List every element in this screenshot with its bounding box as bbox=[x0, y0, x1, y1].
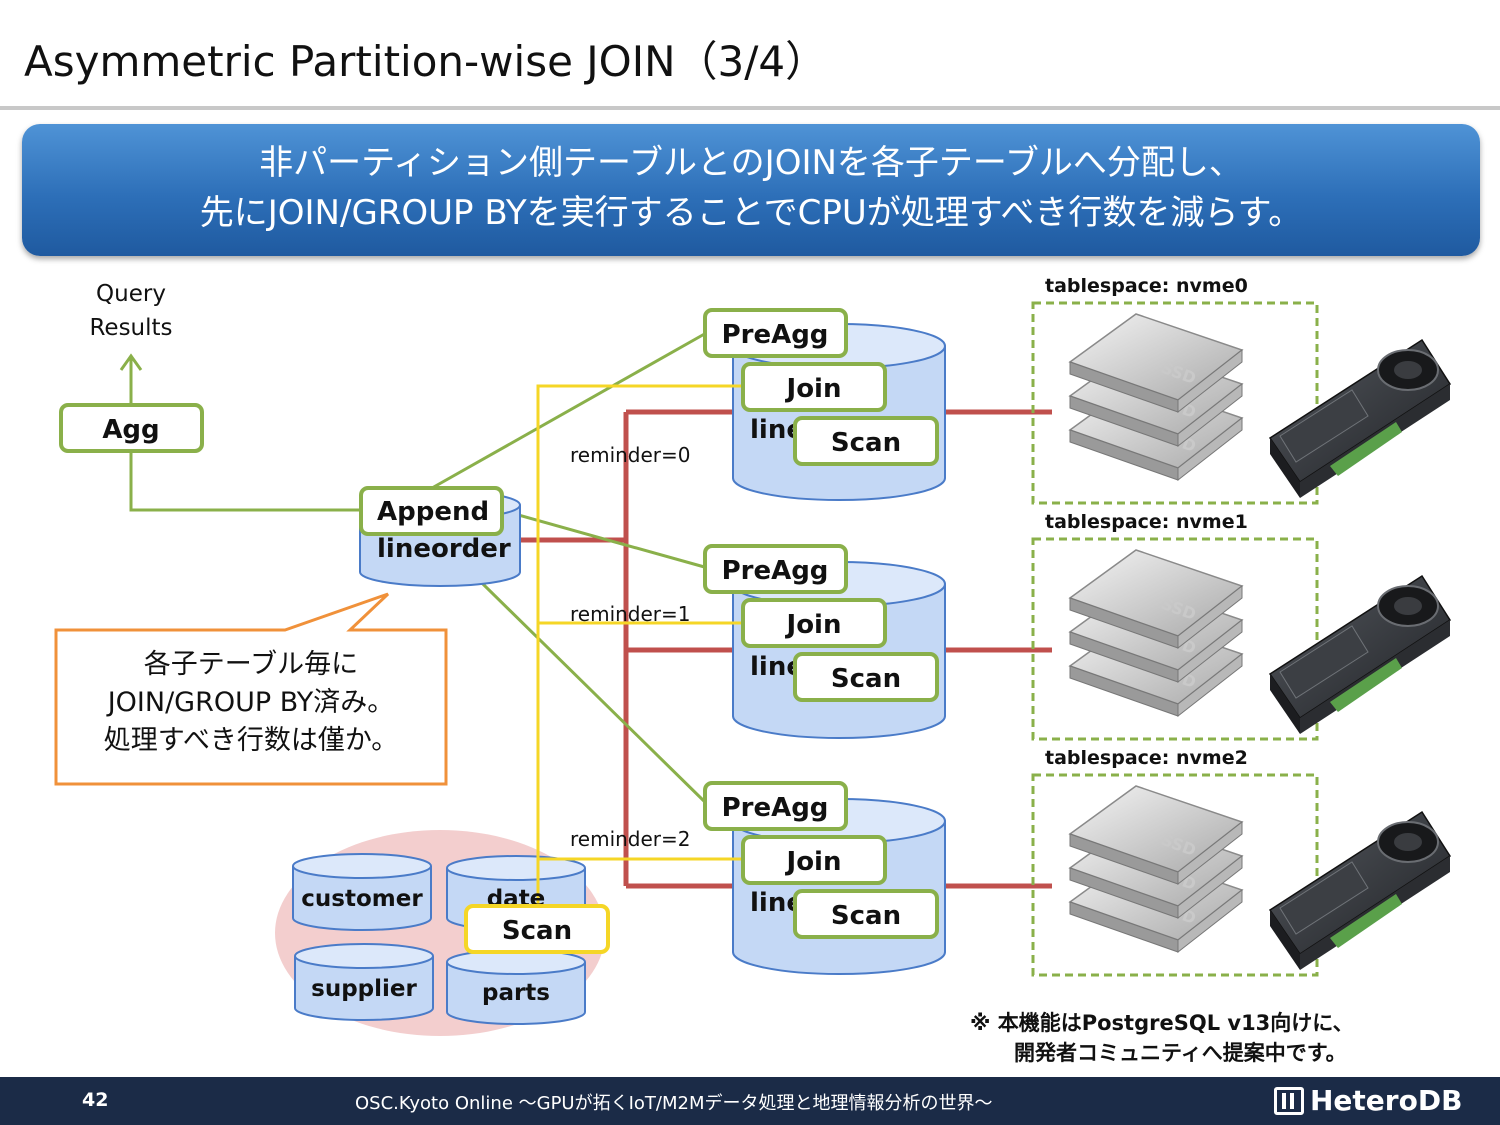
join-label-2: Join bbox=[785, 847, 842, 877]
scan-label-2: Scan bbox=[831, 901, 901, 931]
parts-cylinder bbox=[446, 949, 586, 1025]
heterodb-logo-text: HeteroDB bbox=[1310, 1084, 1463, 1117]
query-results-line-1: Query bbox=[96, 281, 166, 307]
dimension-scan-label: Scan bbox=[502, 916, 572, 946]
callout-line-3: 処理すべき行数は僅か。 bbox=[103, 725, 399, 756]
preagg-label-0: PreAgg bbox=[722, 320, 829, 350]
supplier-label: supplier bbox=[311, 976, 417, 1002]
query-results-line-2: Results bbox=[89, 315, 172, 341]
ssd-drive-icon: SSD bbox=[1068, 785, 1244, 886]
parts-label: parts bbox=[482, 980, 550, 1006]
tablespace-label-0: tablespace: nvme0 bbox=[1045, 275, 1248, 297]
reminder-label-2: reminder=2 bbox=[570, 827, 691, 851]
supplier-cylinder bbox=[294, 943, 434, 1021]
customer-cylinder bbox=[292, 853, 432, 931]
tablespace-label-1: tablespace: nvme1 bbox=[1045, 511, 1248, 533]
dimension-scan-node bbox=[464, 904, 610, 954]
customer-label: customer bbox=[301, 886, 423, 912]
tablespace-group-1: tablespace: nvme1 bbox=[1031, 511, 1319, 741]
callout-line-1: 各子テーブル毎に bbox=[143, 649, 359, 680]
gpu-card-icon bbox=[1268, 810, 1452, 970]
note-line-1: ※ 本機能はPostgreSQL v13向けに、 bbox=[970, 1011, 1354, 1035]
join-label-1: Join bbox=[785, 610, 842, 640]
page-title: Asymmetric Partition-wise JOIN（3/4） bbox=[24, 37, 828, 86]
tablespace-group-2: tablespace: nvme2 bbox=[1031, 747, 1319, 977]
ssd-drive-icon: SSD bbox=[1068, 549, 1244, 650]
heterodb-logo: HeteroDB bbox=[1274, 1084, 1462, 1117]
gpu-card-icon bbox=[1268, 574, 1452, 734]
footer-bar: 42 OSC.Kyoto Online ～GPUが拓くIoT/M2Mデータ処理と… bbox=[0, 1077, 1500, 1125]
reminder-label-0: reminder=0 bbox=[570, 443, 691, 467]
reminder-label-1: reminder=1 bbox=[570, 602, 691, 626]
join-node-1 bbox=[741, 598, 887, 648]
scan-node-0 bbox=[793, 416, 939, 466]
tablespace-label-2: tablespace: nvme2 bbox=[1045, 747, 1248, 769]
join-node-0 bbox=[741, 362, 887, 412]
dimension-join-lines bbox=[536, 384, 745, 908]
callout-line-2: JOIN/GROUP BY済み。 bbox=[107, 687, 395, 718]
callout-bubble bbox=[54, 592, 448, 786]
preagg-node-0 bbox=[703, 308, 848, 358]
scan-node-2 bbox=[793, 889, 939, 939]
agg-label: Agg bbox=[102, 415, 159, 445]
scan-node-1 bbox=[793, 652, 939, 702]
banner-line-2: 先にJOIN/GROUP BYを実行することでCPUが処理すべき行数を減らす。 bbox=[199, 193, 1303, 233]
note-line-2: 開発者コミュニティへ提案中です。 bbox=[1014, 1041, 1347, 1065]
preagg-label-2: PreAgg bbox=[722, 793, 829, 823]
preagg-node-1 bbox=[703, 544, 848, 594]
event-title: OSC.Kyoto Online ～GPUが拓くIoT/M2Mデータ処理と地理情… bbox=[355, 1093, 993, 1114]
callout-text: 各子テーブル毎に JOIN/GROUP BY済み。 処理すべき行数は僅か。 bbox=[56, 630, 446, 784]
banner-line-1: 非パーティション側テーブルとのJOINを各子テーブルへ分配し、 bbox=[259, 143, 1243, 183]
join-node-2 bbox=[741, 835, 887, 885]
scan-label-1: Scan bbox=[831, 664, 901, 694]
preagg-label-1: PreAgg bbox=[722, 556, 829, 586]
agg-node bbox=[59, 403, 204, 453]
heterodb-logo-icon bbox=[1274, 1086, 1304, 1115]
summary-banner: 非パーティション側テーブルとのJOINを各子テーブルへ分配し、 先にJOIN/G… bbox=[22, 124, 1480, 256]
ssd-drive-icon: SSD bbox=[1068, 313, 1244, 414]
title-divider bbox=[0, 106, 1500, 110]
append-node bbox=[359, 486, 504, 536]
join-label-0: Join bbox=[785, 374, 842, 404]
page-number: 42 bbox=[82, 1089, 109, 1111]
gpu-card-icon bbox=[1268, 338, 1452, 498]
query-results-arrow bbox=[119, 353, 143, 405]
feature-note: ※ 本機能はPostgreSQL v13向けに、 開発者コミュニティへ提案中です… bbox=[970, 1008, 1354, 1068]
preagg-node-2 bbox=[703, 781, 848, 831]
tablespace-group-0: tablespace: nvme0 bbox=[1031, 275, 1319, 505]
partition-links bbox=[518, 409, 1052, 889]
append-label: Append bbox=[377, 497, 489, 527]
lineorder-label: lineorder bbox=[377, 534, 511, 564]
scan-label-0: Scan bbox=[831, 428, 901, 458]
